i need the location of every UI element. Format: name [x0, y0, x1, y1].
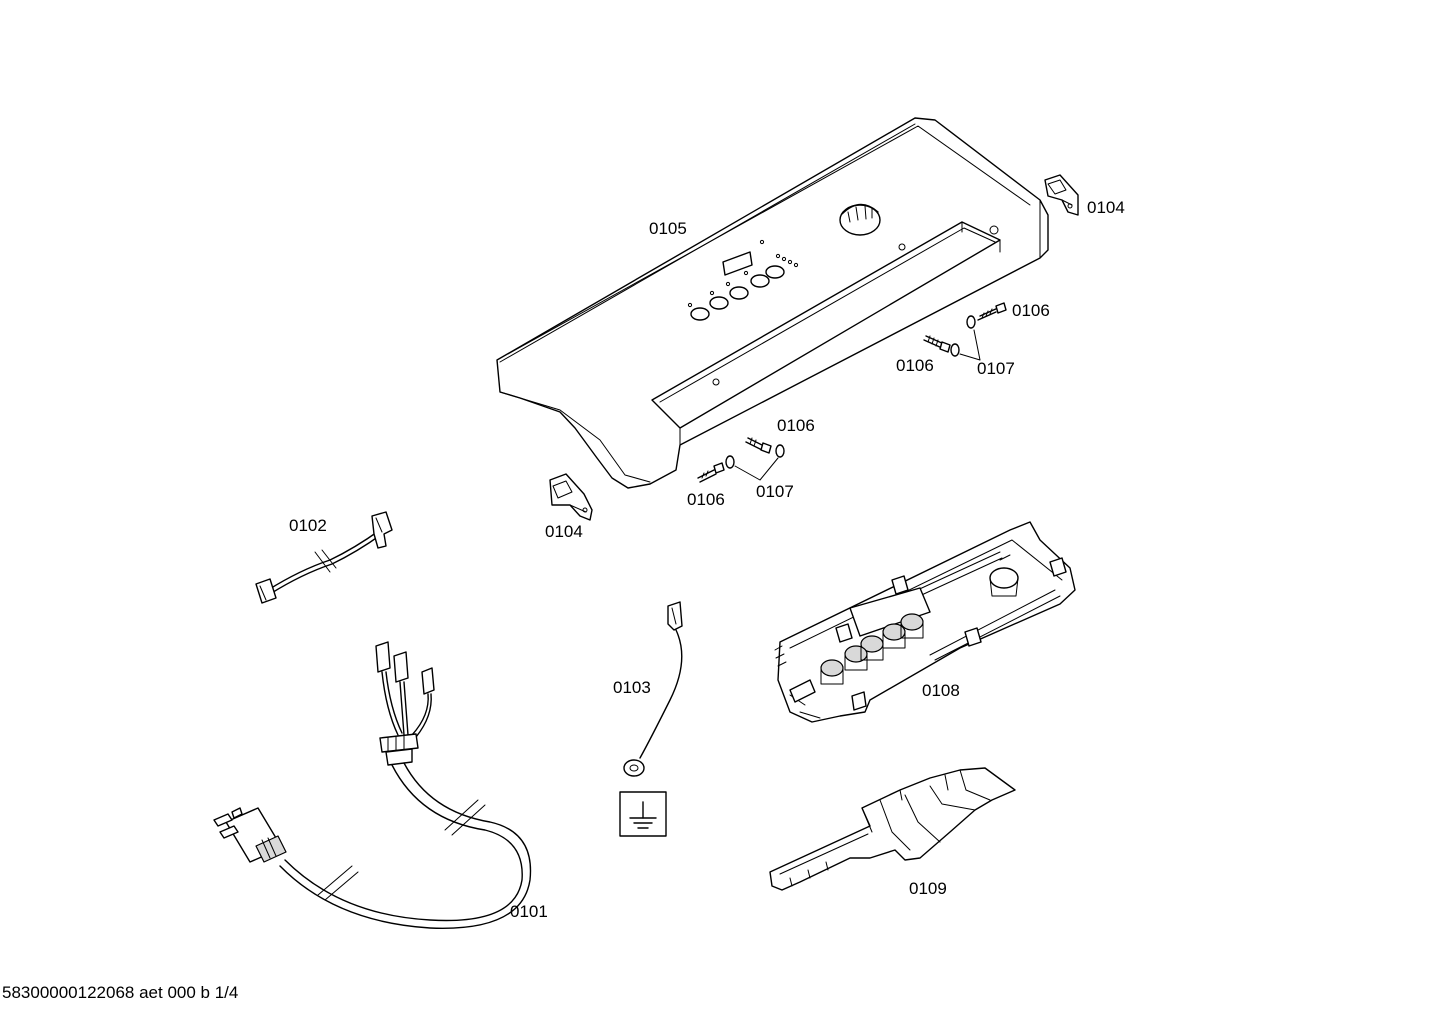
label-0106-c: 0106 — [777, 416, 815, 435]
part-0103-ground-wire — [623, 601, 683, 777]
part-0106-screw-c — [745, 437, 772, 454]
label-0109: 0109 — [909, 879, 947, 898]
label-0101: 0101 — [510, 902, 548, 921]
part-0106-screw-d — [697, 462, 725, 483]
part-0106-screw-a — [977, 302, 1007, 321]
part-0109-bracket — [769, 767, 1016, 891]
part-0108-electronic-module — [774, 521, 1076, 723]
label-0106-d: 0106 — [687, 490, 725, 509]
ground-symbol-icon — [619, 791, 667, 837]
part-0105-control-panel — [496, 117, 1049, 489]
label-0103: 0103 — [613, 678, 651, 697]
part-0107-washers — [725, 315, 981, 481]
label-0104-right: 0104 — [1087, 198, 1125, 217]
part-0101-power-cord — [213, 641, 532, 929]
part-0104-clip-right — [1044, 174, 1079, 216]
label-0108: 0108 — [922, 681, 960, 700]
label-0104-left: 0104 — [545, 522, 583, 541]
label-0102: 0102 — [289, 516, 327, 535]
label-0105: 0105 — [649, 219, 687, 238]
label-0106-b: 0106 — [896, 356, 934, 375]
part-0106-screw-b — [923, 335, 951, 353]
diagram-code: 58300000122068 aet 000 b 1/4 — [2, 983, 238, 1002]
label-0107-a: 0107 — [977, 359, 1015, 378]
label-0107-b: 0107 — [756, 482, 794, 501]
part-0104-clip-left — [549, 473, 593, 521]
part-0102-wire-harness — [255, 511, 393, 604]
label-0106-a: 0106 — [1012, 301, 1050, 320]
